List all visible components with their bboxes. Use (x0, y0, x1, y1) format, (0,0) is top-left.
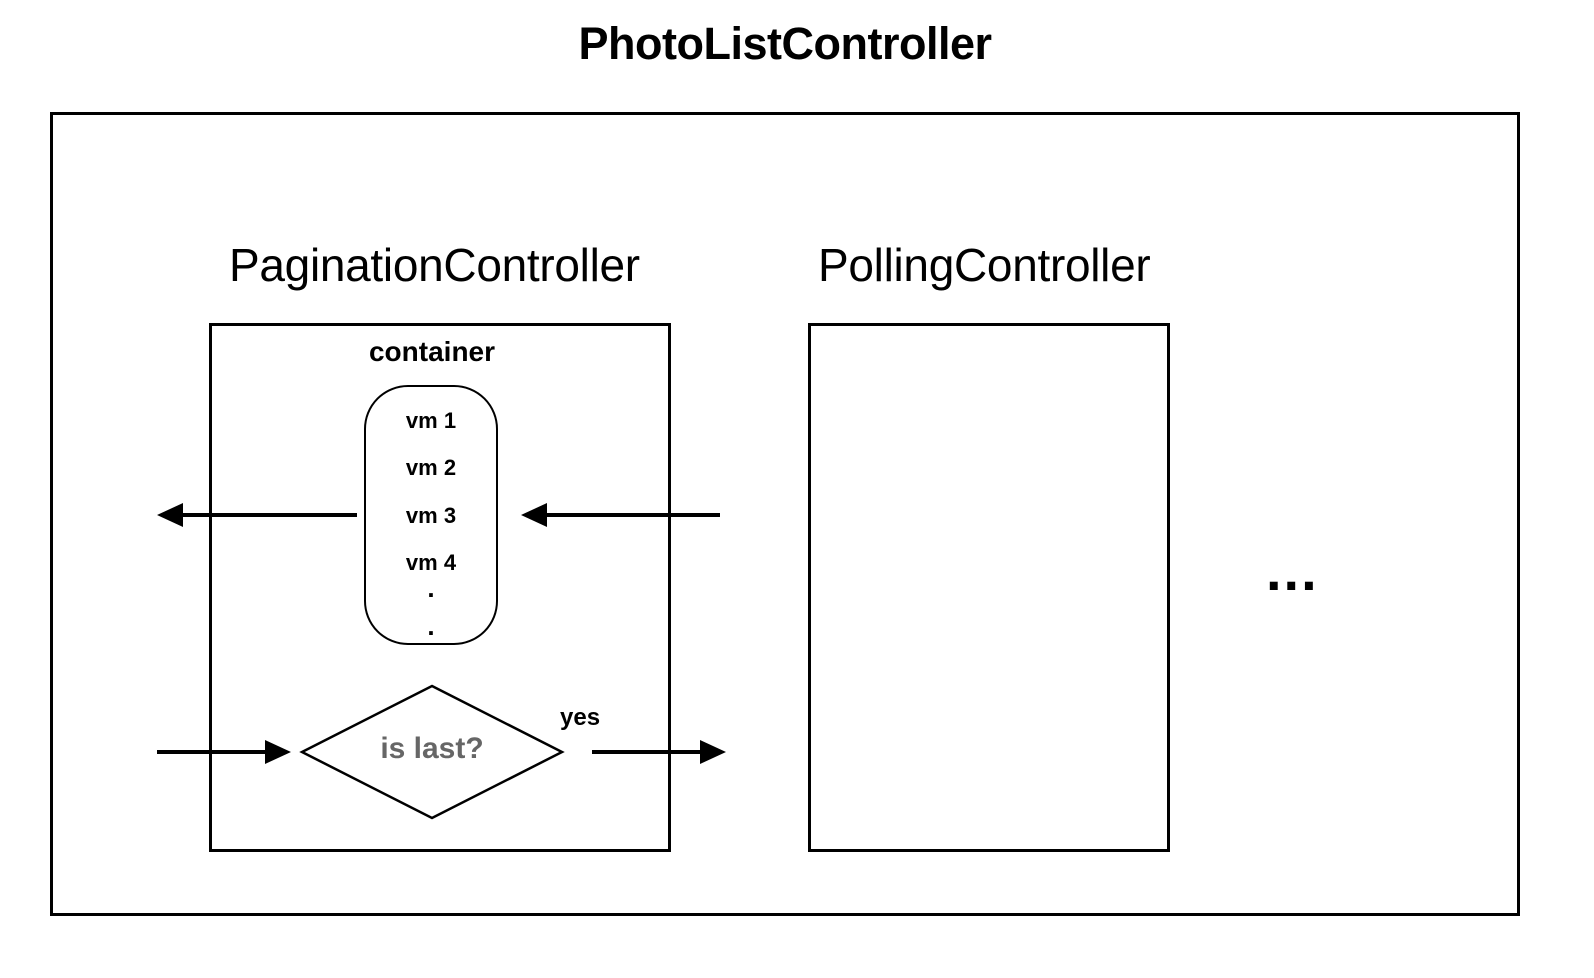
arrow-out-left-head (157, 503, 183, 527)
photo-list-controller-box (50, 112, 1520, 916)
polling-controller-label: PollingController (818, 239, 1151, 291)
arrow-into-decision-head (265, 740, 291, 764)
polling-controller-box (808, 323, 1170, 852)
pagination-controller-box (209, 323, 671, 852)
arrow-yes-head (700, 740, 726, 764)
container-item-vm-1: vm 1 (405, 408, 457, 433)
yes-branch-label: yes (560, 704, 601, 731)
container-box (364, 385, 498, 645)
container-item-vm-3: vm 3 (405, 503, 457, 528)
pagination-controller-label: PaginationController (229, 239, 640, 291)
diagram-title: PhotoListController (578, 18, 992, 69)
container-item-vm-4: vm 4 (405, 550, 457, 575)
arrow-in-right-head (521, 503, 547, 527)
decision-diamond (299, 684, 565, 820)
container-continuation-dot: . (427, 611, 435, 641)
decision-label: is last? (380, 732, 484, 765)
more-controllers-ellipsis: ... (1266, 539, 1319, 602)
container-label: container (368, 336, 496, 367)
container-item-vm-2: vm 2 (405, 455, 457, 480)
container-continuation-dot: . (427, 573, 435, 603)
